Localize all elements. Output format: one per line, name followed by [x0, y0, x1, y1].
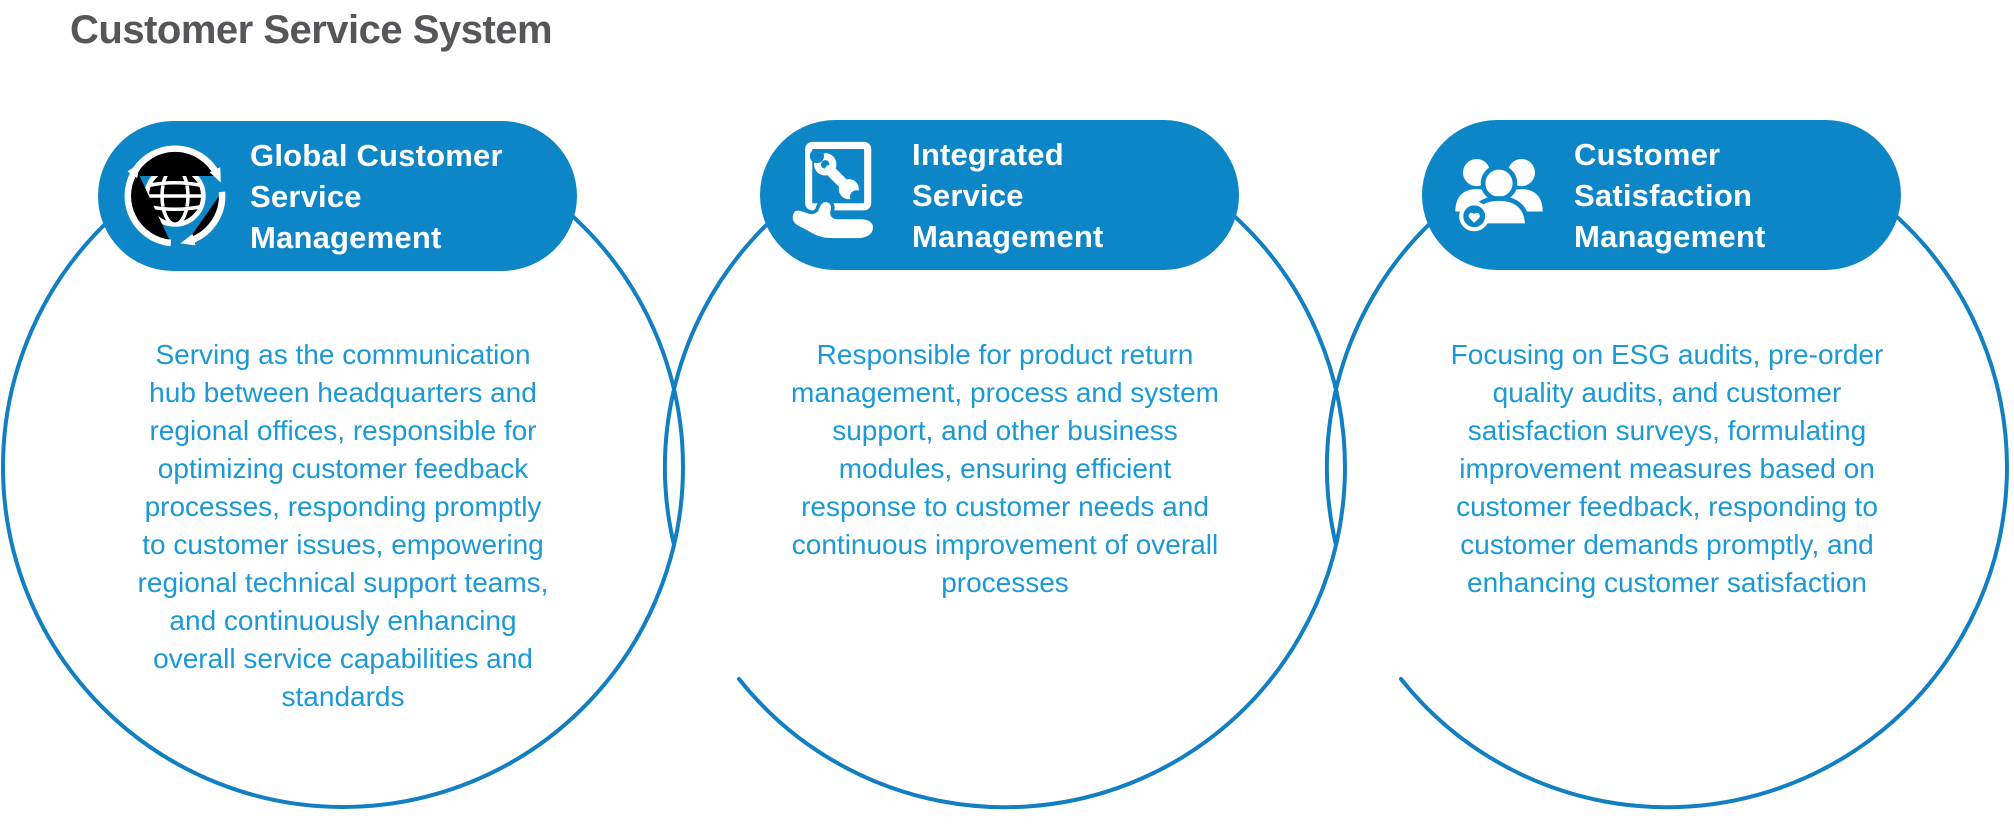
circle-outline-integrated-service — [662, 125, 1347, 810]
header-pill-integrated-service: Integrated Service Management — [760, 120, 1239, 270]
circle-outline-customer-satisfaction — [1324, 125, 2009, 810]
header-pill-customer-satisfaction: Customer Satisfaction Management — [1422, 120, 1901, 270]
globe-sync-icon — [124, 145, 226, 247]
card-description-customer-satisfaction: Focusing on ESG audits, pre-order qualit… — [1450, 339, 1884, 598]
header-pill-global-customer-service: Global Customer Service Management — [98, 121, 577, 271]
card-title-customer-satisfaction: Customer Satisfaction Management — [1574, 136, 1766, 254]
card-title-global-customer-service: Global Customer Service Management — [250, 137, 503, 255]
card-title-integrated-service: Integrated Service Management — [912, 136, 1104, 254]
page-title: Customer Service System — [70, 8, 553, 52]
device-wrench-hand-icon — [789, 141, 877, 242]
people-heart-icon — [1455, 159, 1543, 232]
card-description-integrated-service: Responsible for product return managemen… — [791, 339, 1219, 598]
card-description-global-customer-service: Serving as the communication hub between… — [137, 339, 549, 712]
